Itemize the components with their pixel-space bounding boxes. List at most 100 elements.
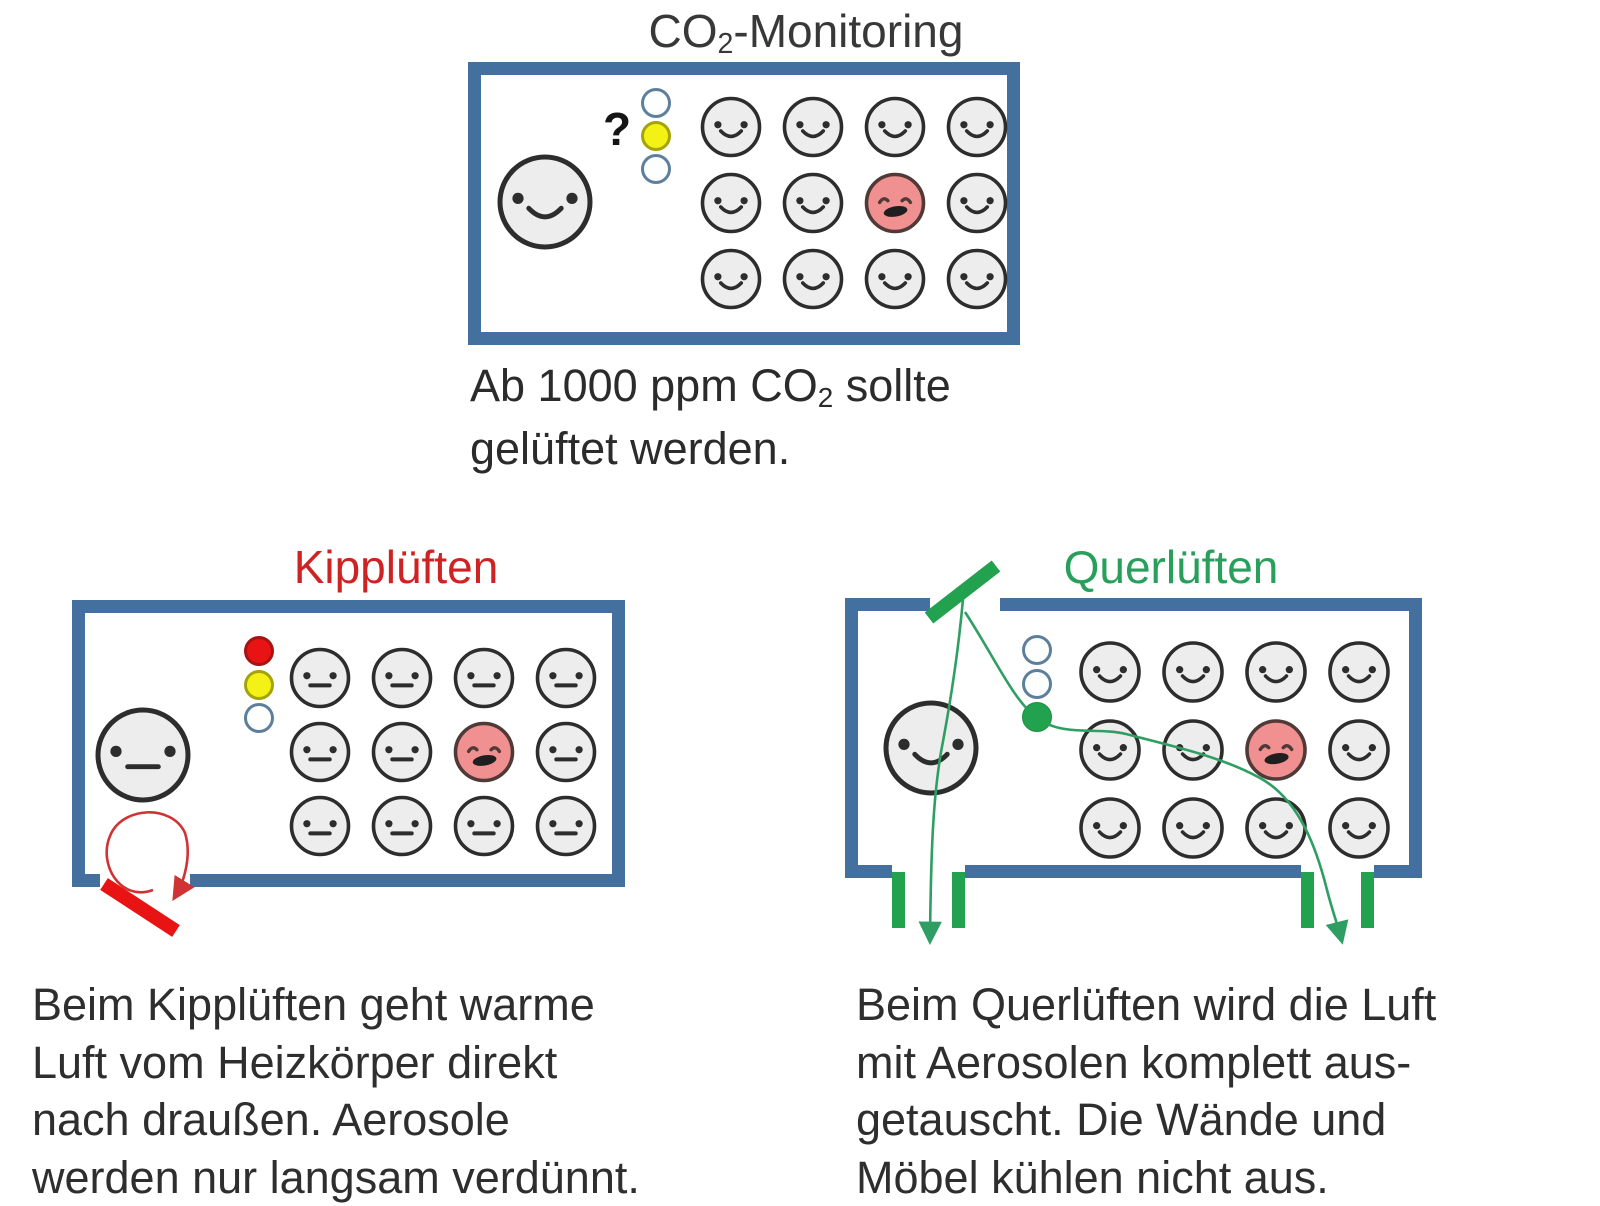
teacher-face — [886, 703, 976, 793]
student-face — [1164, 721, 1222, 779]
student-face-sick — [456, 724, 513, 781]
eye — [1369, 744, 1376, 751]
student-face-sick — [867, 175, 924, 232]
eye — [823, 121, 830, 128]
student-face — [292, 798, 349, 855]
eye — [549, 672, 556, 679]
traffic-light-green-dot — [1023, 703, 1051, 731]
traffic-light-yellow — [643, 123, 670, 150]
student-face — [867, 251, 924, 308]
student-face — [1330, 643, 1388, 701]
eye — [1120, 744, 1127, 751]
eye — [1203, 822, 1210, 829]
student-face — [538, 724, 595, 781]
eye — [905, 121, 912, 128]
eye — [494, 672, 501, 679]
eye — [1203, 666, 1210, 673]
student-face — [703, 99, 760, 156]
eye — [1342, 744, 1349, 751]
panel-title-querlueften: Querlüften — [921, 540, 1421, 594]
traffic-light-off — [643, 156, 670, 183]
eye — [1369, 666, 1376, 673]
student-face — [949, 251, 1006, 308]
eye — [960, 273, 967, 280]
eye — [1286, 822, 1293, 829]
eye — [823, 273, 830, 280]
eye — [796, 197, 803, 204]
caption-line: Ab 1000 ppm CO2 sollte — [470, 357, 951, 420]
student-face — [785, 251, 842, 308]
eye — [576, 672, 583, 679]
student-face — [456, 650, 513, 707]
caption-line: Beim Querlüften wird die Luft — [856, 976, 1436, 1034]
eye — [385, 672, 392, 679]
eye — [1093, 822, 1100, 829]
traffic-light-yellow — [246, 672, 273, 699]
monitoring-caption: Ab 1000 ppm CO2 sollte gelüftet werden. — [470, 357, 951, 477]
eye — [1093, 666, 1100, 673]
eye — [385, 820, 392, 827]
eye — [330, 820, 337, 827]
eye — [1259, 822, 1266, 829]
panel-title-kipplueften: Kipplüften — [146, 540, 646, 594]
eye — [330, 672, 337, 679]
eye — [987, 273, 994, 280]
caption-line: getauscht. Die Wände und — [856, 1091, 1436, 1149]
eye — [110, 746, 121, 757]
room-monitoring — [475, 69, 1014, 339]
question-mark-label: ? — [595, 102, 639, 156]
eye — [412, 746, 419, 753]
eye — [741, 121, 748, 128]
student-face — [374, 650, 431, 707]
eye — [987, 121, 994, 128]
eye — [1342, 822, 1349, 829]
traffic-light-off — [1024, 637, 1051, 664]
eye — [796, 273, 803, 280]
student-face — [1081, 643, 1139, 701]
eye — [898, 739, 909, 750]
student-face — [292, 650, 349, 707]
eye — [823, 197, 830, 204]
eye — [549, 746, 556, 753]
eye — [385, 746, 392, 753]
panel-title-monitoring: CO2-Monitoring — [456, 4, 1156, 58]
eye — [878, 121, 885, 128]
student-face — [1247, 643, 1305, 701]
traffic-light-red — [246, 638, 273, 665]
caption-line: mit Aerosolen komplett aus- — [856, 1034, 1436, 1092]
eye — [952, 739, 963, 750]
eye — [467, 672, 474, 679]
student-face — [703, 251, 760, 308]
eye — [1176, 822, 1183, 829]
teacher-face — [98, 710, 188, 800]
eye — [1120, 666, 1127, 673]
caption-line: werden nur langsam verdünnt. — [32, 1149, 640, 1206]
eye — [905, 273, 912, 280]
student-face — [1164, 643, 1222, 701]
eye — [164, 746, 175, 757]
caption-line: Möbel kühlen nicht aus. — [856, 1149, 1436, 1206]
eye — [1093, 744, 1100, 751]
eye — [714, 197, 721, 204]
traffic-light-off — [1024, 671, 1051, 698]
eye — [467, 820, 474, 827]
student-face — [949, 175, 1006, 232]
student-face — [538, 798, 595, 855]
eye — [741, 273, 748, 280]
eye — [714, 121, 721, 128]
eye — [549, 820, 556, 827]
eye — [1176, 666, 1183, 673]
eye — [1286, 666, 1293, 673]
traffic-light-off — [246, 705, 273, 732]
eye — [303, 672, 310, 679]
eye — [494, 820, 501, 827]
eye — [512, 193, 523, 204]
caption-line: gelüftet werden. — [470, 420, 951, 477]
eye — [576, 820, 583, 827]
eye — [576, 746, 583, 753]
eye — [741, 197, 748, 204]
eye — [1259, 666, 1266, 673]
